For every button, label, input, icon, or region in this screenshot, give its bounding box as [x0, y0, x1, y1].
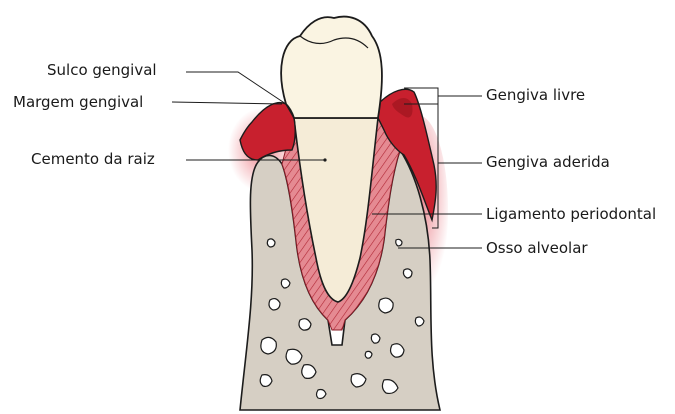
tooth-crown [281, 17, 382, 118]
leader-margem-gengival [172, 102, 282, 104]
label-gengiva-livre: Gengiva livre [486, 86, 585, 104]
label-cemento-da-raiz: Cemento da raiz [31, 150, 155, 168]
label-osso-alveolar: Osso alveolar [486, 239, 588, 257]
leader-sulco-gengival [186, 72, 286, 104]
label-ligamento-periodontal: Ligamento periodontal [486, 205, 656, 223]
label-margem-gengival: Margem gengival [13, 93, 143, 111]
label-gengiva-aderida: Gengiva aderida [486, 153, 610, 171]
label-sulco-gengival: Sulco gengival [47, 61, 157, 79]
